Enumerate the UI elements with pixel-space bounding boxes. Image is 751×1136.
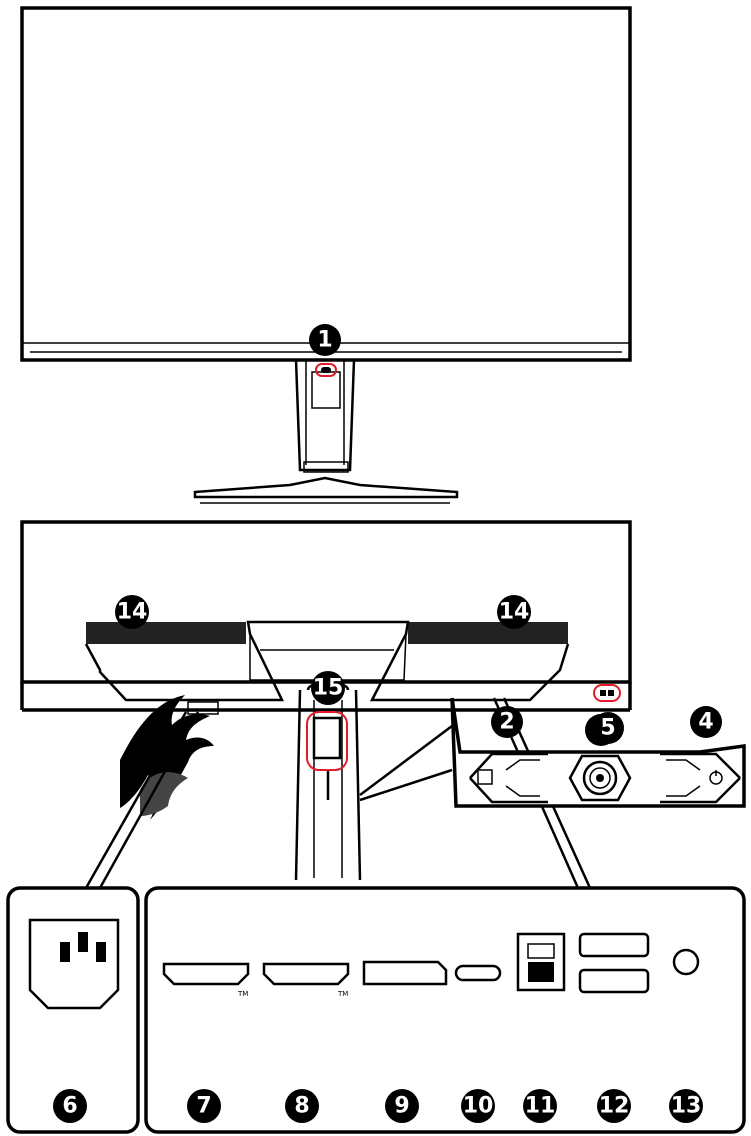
hdmi-port-2: TM <box>264 964 348 998</box>
callout-8: 8 <box>285 1089 319 1123</box>
svg-text:14: 14 <box>499 600 530 625</box>
front-indicator <box>321 367 331 373</box>
usb-c-port <box>456 966 500 980</box>
usb-b-port <box>518 934 564 990</box>
svg-text:10: 10 <box>463 1094 494 1119</box>
hdmi-1-tm: TM <box>237 990 248 998</box>
svg-text:8: 8 <box>294 1094 309 1119</box>
usb-a-port-1 <box>580 934 648 956</box>
front-panel-outline <box>22 8 630 360</box>
callout-10: 10 <box>461 1089 495 1123</box>
svg-text:7: 7 <box>196 1094 211 1119</box>
callout-6: 6 <box>53 1089 87 1123</box>
svg-text:14: 14 <box>117 600 148 625</box>
callout-9: 9 <box>385 1089 419 1123</box>
callout-14-right: 14 <box>497 595 531 629</box>
hdmi-port-1: TM <box>164 964 248 998</box>
front-stand <box>195 360 457 503</box>
svg-text:11: 11 <box>525 1094 556 1119</box>
callout-2: 2 <box>491 706 523 738</box>
callout-13: 13 <box>669 1089 703 1123</box>
svg-text:2: 2 <box>499 710 514 735</box>
callout-5: 5 <box>592 712 624 744</box>
svg-text:1: 1 <box>317 328 332 353</box>
svg-text:15: 15 <box>313 676 344 701</box>
callout-11: 11 <box>523 1089 557 1123</box>
usb-a-port-2 <box>580 970 648 992</box>
svg-text:13: 13 <box>671 1094 702 1119</box>
svg-text:4: 4 <box>698 710 713 735</box>
cable-clip <box>314 718 340 758</box>
callout-4: 4 <box>690 706 722 738</box>
ac-power-socket <box>30 920 118 1008</box>
right-vent <box>408 622 568 644</box>
callout-1: 1 <box>309 324 341 356</box>
front-view <box>22 8 630 503</box>
callout-7: 7 <box>187 1089 221 1123</box>
hdmi-2-tm: TM <box>337 990 348 998</box>
callout-15: 15 <box>311 671 345 705</box>
rear-panel-outline <box>22 522 630 682</box>
io-port-panel: TM TM <box>146 888 744 1132</box>
displayport <box>364 962 446 984</box>
svg-text:5: 5 <box>600 716 615 741</box>
kensington-lock-highlight <box>594 685 620 701</box>
left-vent <box>86 622 246 644</box>
headphone-jack <box>674 950 698 974</box>
svg-text:6: 6 <box>62 1094 77 1119</box>
callout-14-left: 14 <box>115 595 149 629</box>
callout-12: 12 <box>597 1089 631 1123</box>
svg-text:12: 12 <box>599 1094 630 1119</box>
svg-text:9: 9 <box>394 1094 409 1119</box>
